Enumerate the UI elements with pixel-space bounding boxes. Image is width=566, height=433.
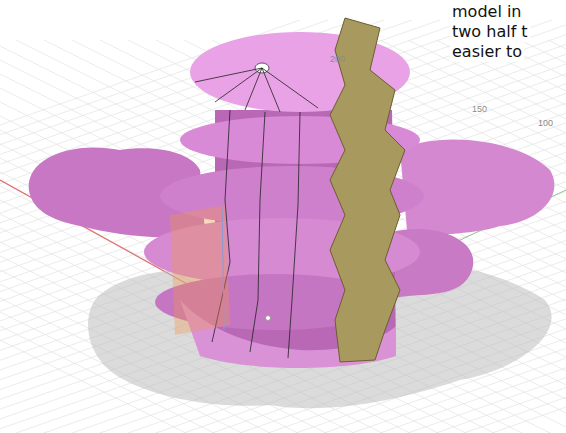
grid-dimension: 150 [472,104,487,115]
grid-dimension: 100 [538,118,553,129]
right-lobe [400,140,554,242]
floor-grid [0,20,566,433]
document-text: two half t [450,22,530,42]
selection-box [170,205,230,335]
grid-dimension: 200 [330,54,345,65]
document-text: easier to [450,42,524,62]
section-face [330,18,405,362]
document-text: model in [450,2,524,22]
origin-dot [266,316,271,321]
axis-marker [222,205,224,330]
